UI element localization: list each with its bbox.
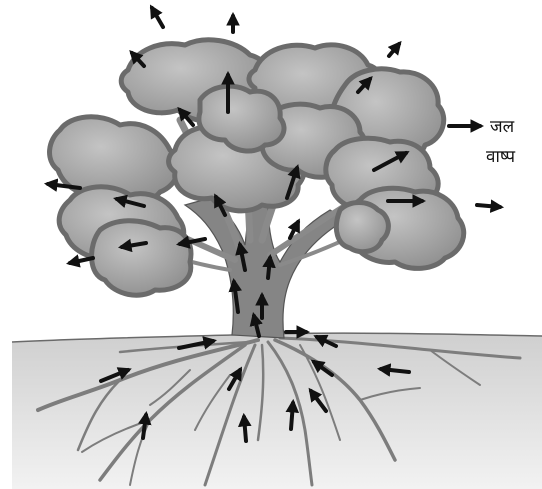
root-arrow — [291, 403, 293, 429]
vapour-arrow — [477, 205, 500, 207]
root-arrow — [244, 417, 246, 441]
label-vashp: वाष्प — [486, 144, 515, 167]
vapour-arrow — [152, 8, 163, 27]
vapour-arrow — [389, 44, 399, 56]
label-jal: जल — [490, 114, 514, 137]
stem-arrow — [268, 258, 270, 278]
